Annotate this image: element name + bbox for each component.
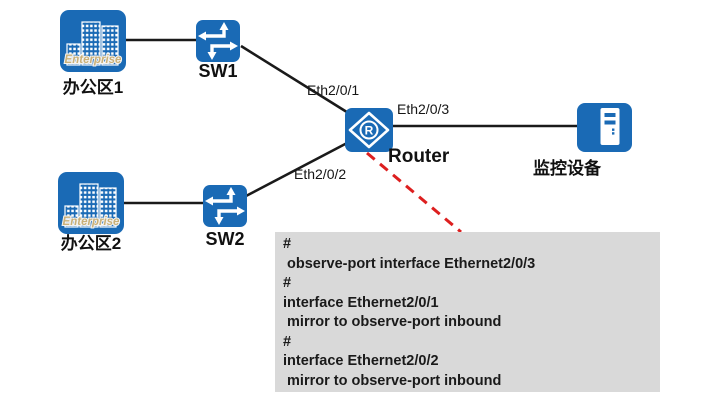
enterprise-building-icon: Enterprise [58,172,124,234]
router-letter: R [365,124,374,138]
port-label-eth202: Eth2/0/2 [294,166,347,182]
port-label-eth201: Eth2/0/1 [307,82,360,98]
link-sw2-router [245,140,350,198]
office2-label: 办公区2 [60,234,122,253]
enterprise-building-icon: Enterprise [60,10,126,72]
office1-label: 办公区1 [62,78,124,97]
enterprise-brand-text: Enterprise [65,54,122,66]
router-label: Router [388,146,450,167]
config-callout-box: # observe-port interface Ethernet2/0/3 #… [275,232,660,392]
switch-icon [196,20,240,62]
monitor-label: 监控设备 [533,159,601,178]
sw2-label: SW2 [205,229,245,249]
sw1-label: SW1 [198,61,238,81]
switch-icon [203,185,247,227]
port-label-eth203: Eth2/0/3 [397,101,450,117]
server-tower-icon [577,103,632,152]
enterprise-brand-text: Enterprise [63,216,120,228]
config-text: # observe-port interface Ethernet2/0/3 #… [283,236,536,389]
link-sw1-router [240,44,351,116]
router-icon: R [345,108,393,152]
callout-dashed-line [366,151,462,234]
